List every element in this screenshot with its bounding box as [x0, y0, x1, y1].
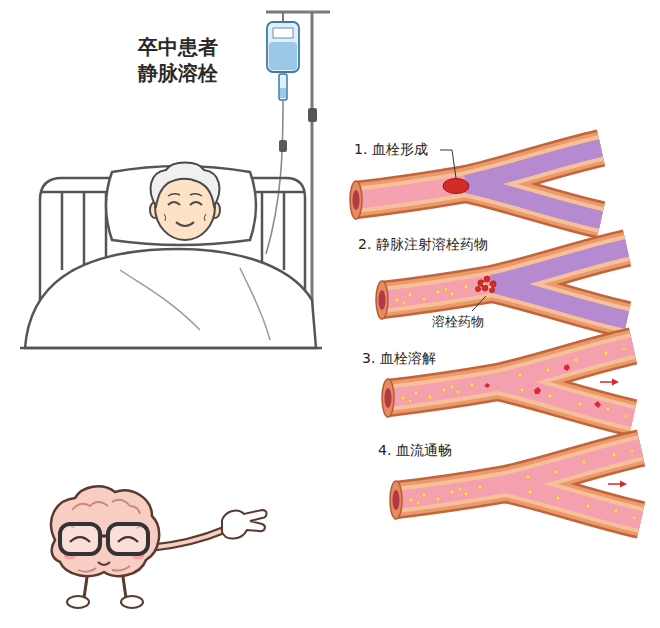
- step-label: 2. 静脉注射溶栓药物: [356, 236, 490, 253]
- step-label: 4. 血流通畅: [376, 442, 454, 459]
- diagram-title: 卒中患者 静脉溶栓: [138, 34, 230, 86]
- leader-line: [472, 296, 486, 311]
- vessel-thrombus: [350, 148, 601, 220]
- callout-label: 溶栓药物: [430, 314, 486, 330]
- vessel-drug: [376, 248, 627, 320]
- vessel-restored: [390, 448, 641, 520]
- leader-line: [440, 150, 456, 178]
- step-label: 3. 血栓溶解: [360, 350, 438, 367]
- brain-mascot: [51, 486, 266, 608]
- patient: [20, 163, 322, 349]
- step-label: 1. 血栓形成: [352, 141, 430, 158]
